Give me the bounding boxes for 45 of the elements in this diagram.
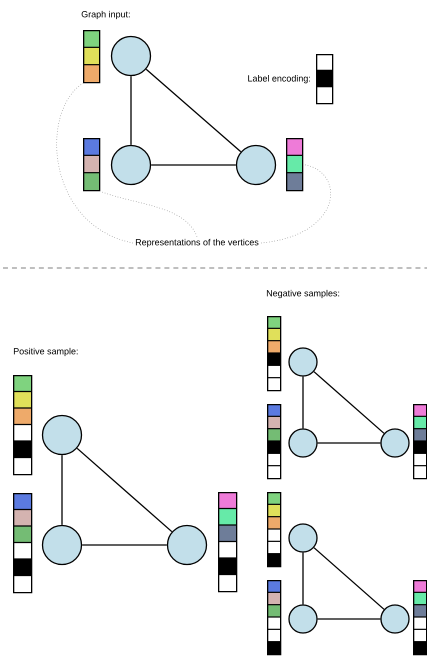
- graph-edge: [61, 455, 63, 525]
- graph-edge: [314, 547, 384, 610]
- vertex-circle: [110, 36, 152, 76]
- graph-edge: [318, 442, 380, 444]
- graph-edge: [151, 164, 236, 166]
- vertex-circle: [42, 414, 82, 456]
- vertex-circle: [166, 524, 208, 566]
- vertex-circle: [288, 523, 318, 553]
- leader-line: [56, 82, 134, 244]
- vertex-circle: [42, 524, 82, 566]
- heading-text: Negative samples:: [266, 290, 340, 298]
- feature-vector: [83, 30, 100, 84]
- label-encoding-vector: [316, 54, 334, 104]
- heading-text: Label encoding:: [248, 74, 310, 84]
- vertex-circle: [110, 144, 152, 186]
- graph-edge: [302, 376, 304, 428]
- feature-vector: [83, 138, 100, 192]
- feature-vector: [267, 404, 282, 480]
- vertex-circle: [288, 347, 318, 377]
- graph-edge: [146, 68, 242, 152]
- heading-text: Graph input:: [82, 10, 130, 20]
- vertex-circle: [236, 144, 276, 186]
- feature-vector: [286, 138, 304, 192]
- vertex-circle: [380, 604, 410, 634]
- graph-edge: [318, 618, 380, 620]
- feature-vector: [267, 580, 282, 656]
- feature-vector: [13, 493, 32, 594]
- graph-edge: [302, 552, 304, 604]
- graph-edge: [82, 544, 167, 546]
- feature-vector: [13, 375, 32, 476]
- graph-edge: [130, 76, 132, 145]
- vertex-circle: [288, 428, 318, 458]
- graph-edge: [76, 448, 172, 532]
- vertex-circle: [288, 604, 318, 634]
- feature-vector: [218, 492, 238, 592]
- feature-vector: [267, 492, 282, 568]
- vertex-circle: [380, 428, 410, 458]
- feature-vector: [267, 316, 282, 392]
- feature-vector: [413, 580, 427, 656]
- graph-edge: [314, 371, 384, 434]
- feature-vector: [413, 404, 427, 480]
- leader-line: [260, 164, 331, 244]
- leader-line: [100, 190, 198, 237]
- annotation-text: Representations of the vertices: [136, 238, 258, 248]
- heading-text: Positive sample:: [14, 348, 78, 356]
